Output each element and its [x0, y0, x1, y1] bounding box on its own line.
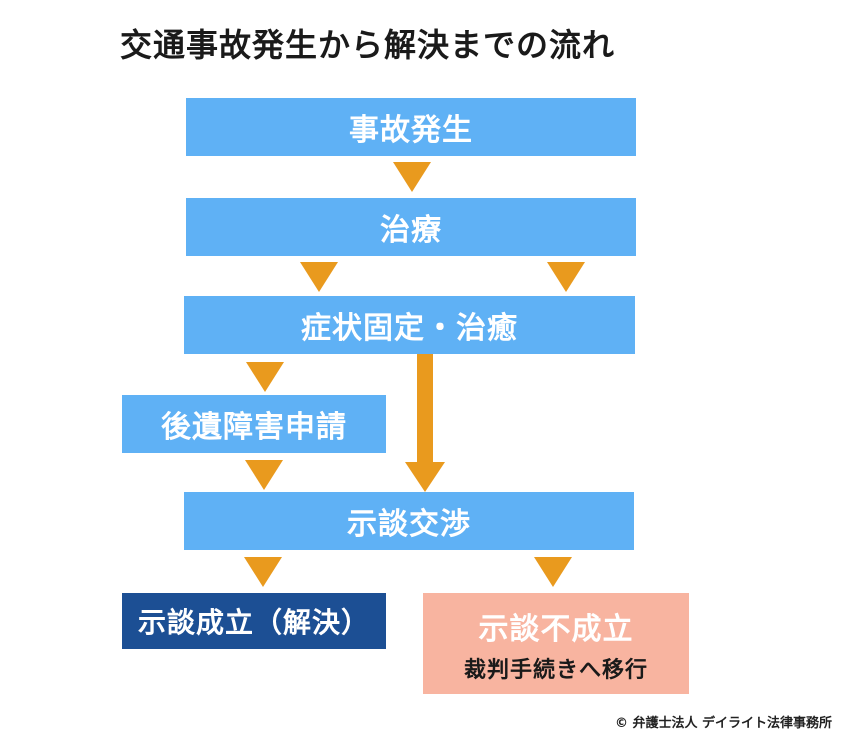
arrow-treatment-to-symptom-right	[547, 262, 585, 292]
arrow-negotiation-to-settled	[244, 557, 282, 587]
arrow-negotiation-to-not-settled	[534, 557, 572, 587]
step-not-settled: 示談不成立 裁判手続きへ移行	[423, 593, 689, 694]
step-negotiation: 示談交渉	[184, 492, 634, 550]
step-symptom-fixed: 症状固定・治癒	[184, 296, 635, 354]
arrow-treatment-to-symptom-left	[300, 262, 338, 292]
step-settled: 示談成立（解決）	[122, 593, 386, 649]
arrow-occurrence-to-treatment	[393, 162, 431, 192]
page-title: 交通事故発生から解決までの流れ	[120, 26, 616, 64]
arrow-symptom-to-disability	[246, 362, 284, 392]
arrow-disability-to-negotiation	[245, 460, 283, 490]
step-disability-claim: 後遺障害申請	[122, 395, 386, 453]
step-not-settled-label: 示談不成立	[478, 611, 634, 647]
copyright-credit: © 弁護士法人 デイライト法律事務所	[614, 716, 832, 731]
step-treatment: 治療	[186, 198, 636, 256]
arrow-symptom-to-negotiation-shaft	[417, 354, 433, 464]
step-not-settled-sub: 裁判手続きへ移行	[463, 657, 648, 683]
arrow-symptom-to-negotiation-head	[405, 462, 445, 492]
step-occurrence: 事故発生	[186, 98, 636, 156]
